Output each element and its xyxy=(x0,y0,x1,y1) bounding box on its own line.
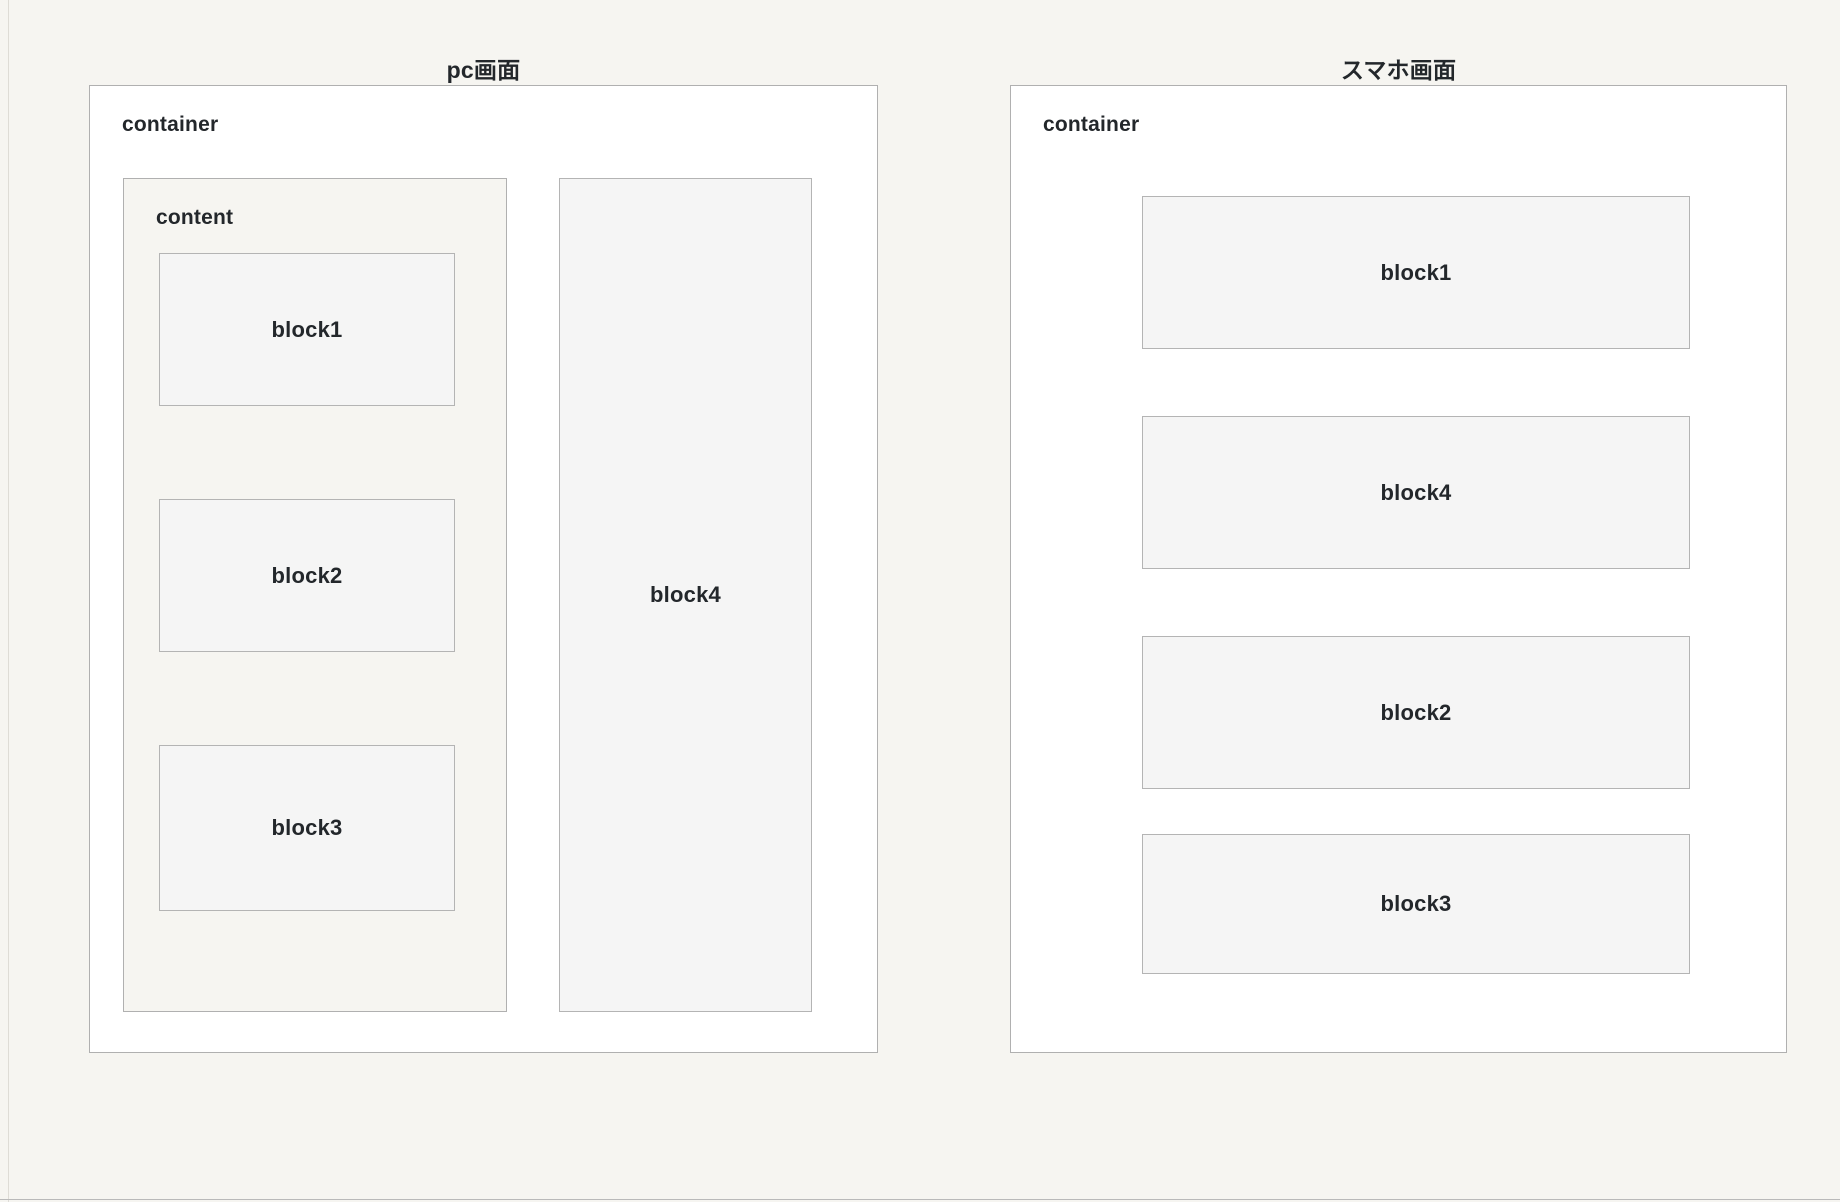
pc-block-block2: block2 xyxy=(159,499,455,652)
canvas-left-rule xyxy=(8,0,9,1202)
pc-block-block1: block1 xyxy=(159,253,455,406)
sp-block3-label: block3 xyxy=(1380,891,1452,916)
sp-block-block4: block4 xyxy=(1142,416,1690,569)
pc-panel-title: pc画面 xyxy=(446,57,521,83)
pc-block3-label: block3 xyxy=(271,815,343,840)
sp-block-block1: block1 xyxy=(1142,196,1690,349)
sp-container-box: container block1 block4 block2 block3 xyxy=(1010,85,1787,1053)
sp-block-block2: block2 xyxy=(1142,636,1690,789)
pc-container-box: container content block1 block2 block3 b… xyxy=(89,85,878,1053)
pc-block4-label: block4 xyxy=(650,582,721,607)
pc-block-block3: block3 xyxy=(159,745,455,911)
pc-block2-label: block2 xyxy=(271,562,343,588)
sp-block2-label: block2 xyxy=(1380,699,1452,725)
sp-block1-label: block1 xyxy=(1380,259,1452,285)
canvas-bottom-rule xyxy=(0,1199,1840,1200)
pc-block1-label: block1 xyxy=(271,316,343,342)
pc-block-block4: block4 xyxy=(559,178,812,1012)
pc-content-box: content block1 block2 block3 xyxy=(123,178,507,1012)
sp-panel-group: スマホ画面 container block1 block4 block2 blo… xyxy=(1010,55,1787,1053)
pc-container-label: container xyxy=(122,113,219,136)
sp-container-label: container xyxy=(1043,113,1140,136)
pc-panel-group: pc画面 container content block1 block2 blo… xyxy=(89,55,878,1053)
sp-block4-label: block4 xyxy=(1380,479,1452,505)
sp-panel-title: スマホ画面 xyxy=(1340,57,1457,83)
pc-content-label: content xyxy=(156,206,234,229)
sp-block-block3: block3 xyxy=(1142,834,1690,974)
